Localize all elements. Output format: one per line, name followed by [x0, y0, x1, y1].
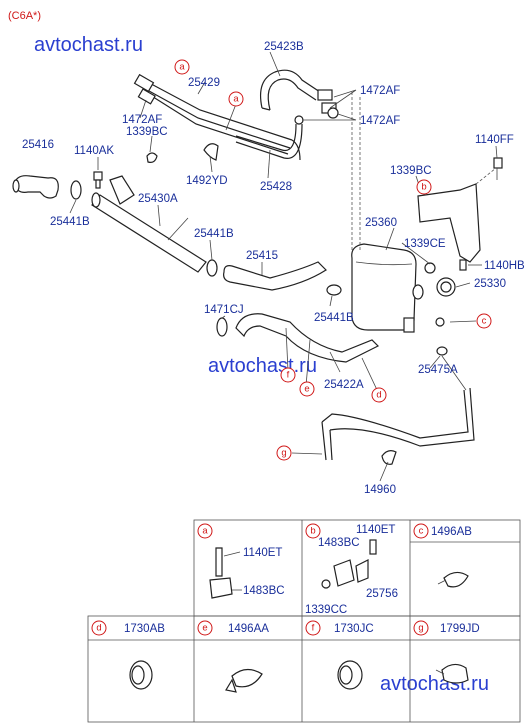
- label-25416: 25416: [22, 139, 54, 151]
- callout-c: c: [476, 313, 492, 329]
- label-25423B: 25423B: [264, 41, 304, 53]
- callout-e: e: [299, 381, 315, 397]
- label-1471CJ: 1471CJ: [204, 304, 244, 316]
- label-1472AF-right-top: 1472AF: [360, 85, 400, 97]
- label-25441B-right: 25441B: [314, 312, 354, 324]
- callout-g: g: [276, 445, 292, 461]
- legend-g-part-1: 1799JD: [440, 623, 480, 635]
- legend-table: a 1140ET 1483BC b 1140ET 1483BC 25756 13…: [87, 519, 521, 723]
- bolt-1140AK: [93, 171, 103, 189]
- legend-e-part-1: 1496AA: [228, 623, 269, 635]
- pipe-25430A: [91, 175, 207, 273]
- svg-text:a: a: [202, 526, 208, 537]
- label-25360: 25360: [365, 217, 397, 229]
- legend-a-part-2: 1483BC: [243, 585, 285, 597]
- label-25428: 25428: [260, 181, 292, 193]
- svg-text:f: f: [312, 623, 315, 634]
- legend-cell-g: g 1799JD: [413, 620, 480, 684]
- label-1140HB: 1140HB: [484, 260, 525, 272]
- label-1472AF-right-bottom: 1472AF: [360, 115, 400, 127]
- callout-b: b: [416, 179, 432, 195]
- legend-d-part-1: 1730AB: [124, 623, 165, 635]
- svg-text:b: b: [421, 182, 426, 193]
- label-25415: 25415: [246, 250, 278, 262]
- hose-25415: [223, 261, 327, 291]
- hose-clamp-25441B-right: [326, 284, 342, 296]
- label-25441B-mid: 25441B: [194, 228, 234, 240]
- reservoir-25360: [351, 90, 424, 333]
- hose-25423B: [259, 69, 337, 114]
- callout-d: d: [371, 387, 387, 403]
- legend-cell-c: c 1496AB: [413, 523, 472, 588]
- label-25475A: 25475A: [418, 364, 458, 376]
- hose-25475A-line: [321, 317, 475, 461]
- hose-25428: [235, 107, 339, 159]
- leader-lines: [69, 51, 498, 482]
- svg-text:g: g: [418, 623, 423, 634]
- svg-text:e: e: [202, 623, 207, 634]
- svg-text:a: a: [179, 62, 185, 73]
- bracket-assembly: [417, 157, 503, 274]
- callout-a-upper: a: [174, 59, 190, 75]
- svg-text:a: a: [233, 94, 239, 105]
- svg-text:e: e: [304, 384, 309, 395]
- svg-text:c: c: [482, 316, 487, 327]
- label-1140AK: 1140AK: [74, 145, 114, 157]
- label-25430A: 25430A: [138, 193, 178, 205]
- svg-text:g: g: [281, 448, 286, 459]
- reservoir-cap-25330: [436, 277, 456, 297]
- hose-25416: [12, 175, 59, 199]
- svg-text:f: f: [287, 370, 290, 381]
- clamp-1492YD: [203, 143, 219, 161]
- legend-cell-b: b 1140ET 1483BC 25756 1339CC: [305, 523, 398, 616]
- upper-pipe-assembly-25429: [133, 73, 301, 161]
- svg-text:d: d: [96, 623, 101, 634]
- callout-f: f: [280, 367, 296, 383]
- legend-f-part-1: 1730JC: [334, 623, 374, 635]
- legend-cell-d: d 1730AB: [91, 620, 165, 690]
- watermark-top: avtochast.ru: [34, 34, 143, 56]
- label-1140FF: 1140FF: [475, 134, 514, 146]
- hose-25422A: [235, 313, 380, 363]
- label-1339BC-left: 1339BC: [126, 126, 168, 138]
- clamp-14960: [381, 450, 397, 465]
- hose-clamp-1471CJ: [216, 317, 228, 337]
- label-25330: 25330: [474, 278, 506, 290]
- clip-1339BC: [146, 152, 158, 163]
- legend-b-part-4: 1339CC: [305, 604, 347, 616]
- watermark-bottom: avtochast.ru: [380, 673, 489, 695]
- label-1339CE: 1339CE: [404, 238, 446, 250]
- label-1472AF-left: 1472AF: [122, 114, 162, 126]
- svg-text:c: c: [419, 526, 424, 537]
- svg-text:d: d: [376, 390, 381, 401]
- legend-b-part-2: 1483BC: [318, 537, 360, 549]
- label-14960: 14960: [364, 484, 396, 496]
- label-25429: 25429: [188, 77, 220, 89]
- hose-clamp-25441B-left: [70, 180, 82, 200]
- legend-cell-f: f 1730JC: [305, 620, 374, 690]
- variant-code: (C6A*): [8, 10, 41, 22]
- svg-text:b: b: [310, 526, 315, 537]
- part-labels: 25423B 25429 1472AF 1472AF 1472AF 1339BC…: [22, 41, 525, 496]
- legend-b-part-1: 1140ET: [356, 524, 395, 536]
- watermark-middle: avtochast.ru: [208, 355, 317, 377]
- label-1492YD: 1492YD: [186, 175, 228, 187]
- legend-b-part-3: 25756: [366, 588, 398, 600]
- callout-markers: a a b c d e f g: [174, 59, 492, 461]
- legend-c-part-1: 1496AB: [431, 526, 472, 538]
- label-1339BC-right: 1339BC: [390, 165, 432, 177]
- label-25441B-left: 25441B: [50, 216, 90, 228]
- legend-cell-e: e 1496AA: [197, 620, 269, 693]
- label-25422A: 25422A: [324, 379, 364, 391]
- hose-clamp-25441B-mid: [206, 259, 218, 277]
- callout-a-lower: a: [228, 91, 244, 107]
- legend-a-part-1: 1140ET: [243, 547, 282, 559]
- legend-cell-a: a 1140ET 1483BC: [197, 523, 285, 599]
